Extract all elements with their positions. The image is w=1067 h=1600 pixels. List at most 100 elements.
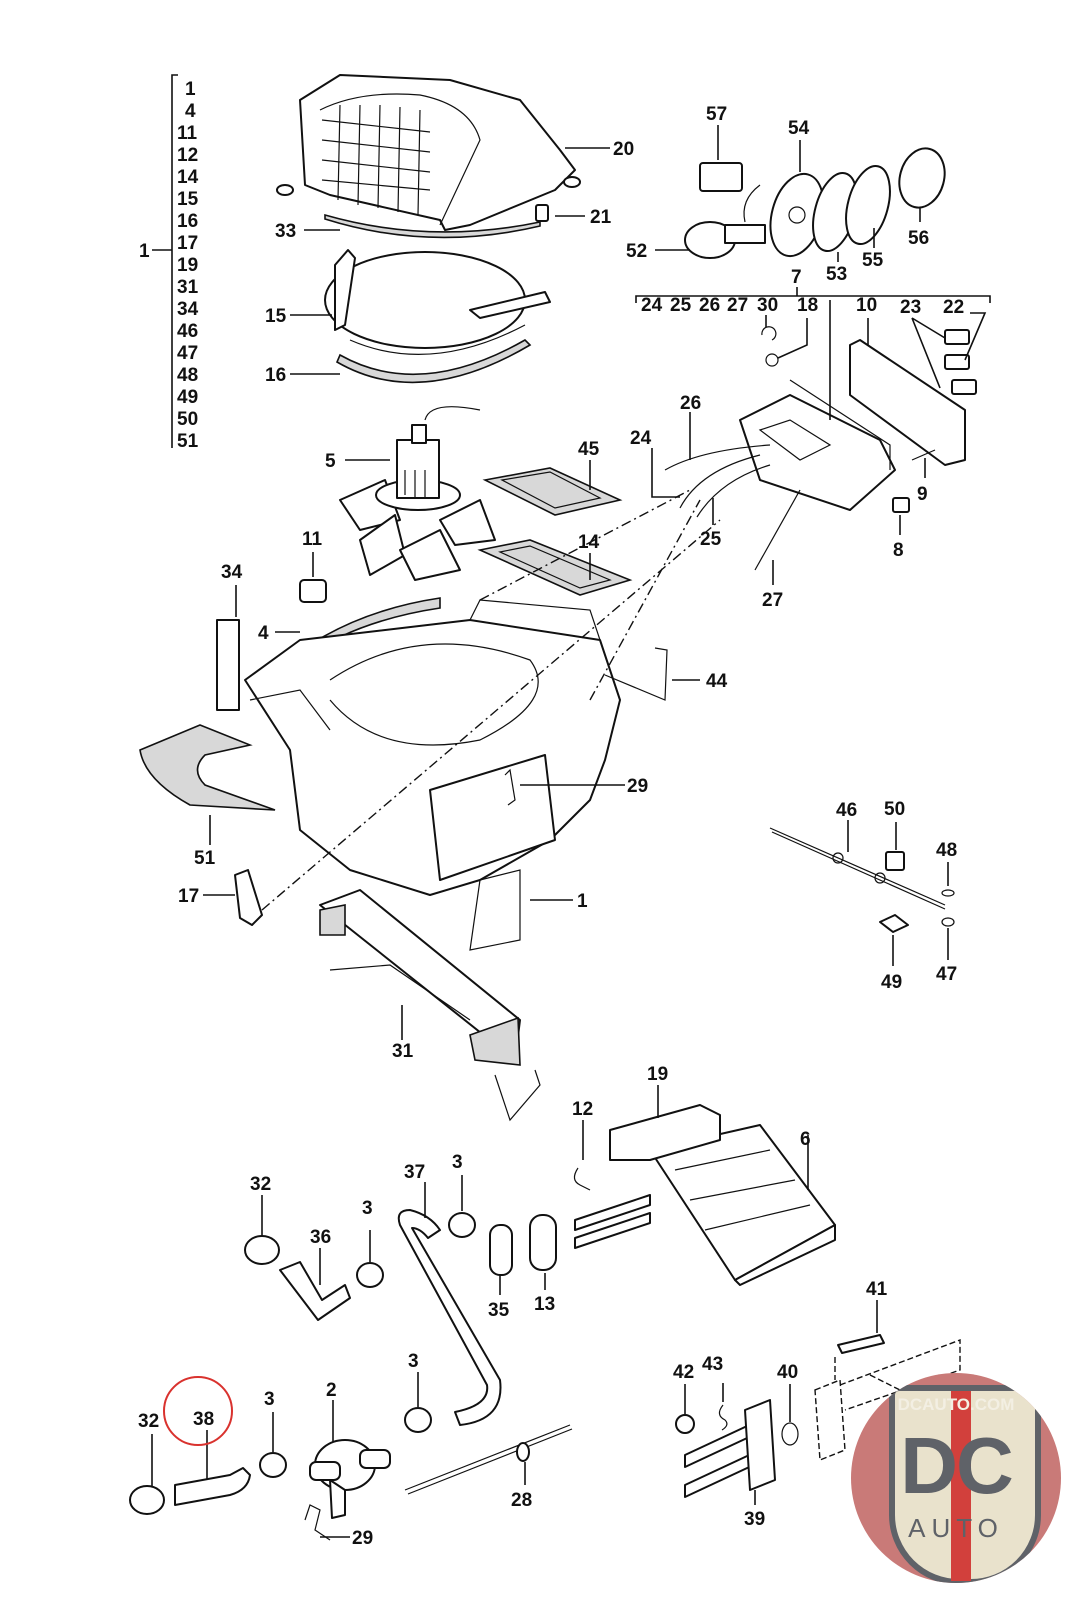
callout-33: 33 (275, 221, 296, 242)
callout-4: 4 (258, 623, 269, 644)
callout-5: 5 (325, 451, 336, 472)
assembly-member: 31 (177, 277, 199, 298)
valve-part-2[interactable] (309, 1439, 391, 1519)
clip-part-11[interactable] (299, 579, 327, 603)
callout-52: 52 (626, 241, 647, 262)
hook-part-43[interactable] (718, 1404, 728, 1431)
o-ring-part-40[interactable] (781, 1422, 799, 1446)
control-member: 24 (641, 295, 663, 316)
nut-part-42[interactable] (675, 1414, 695, 1434)
control-unit-part-7[interactable] (739, 379, 896, 511)
callout-34: 34 (221, 562, 243, 583)
assembly-member: 12 (177, 145, 198, 166)
seal-part-16[interactable] (335, 339, 532, 384)
callout-32-a: 32 (250, 1174, 271, 1195)
callout-46: 46 (836, 800, 857, 821)
callout-48: 48 (936, 840, 957, 861)
drum-part-56[interactable] (893, 143, 951, 212)
callout-51: 51 (194, 848, 216, 869)
gasket-part-14[interactable] (477, 539, 633, 596)
cable-part-25[interactable] (696, 464, 771, 518)
clip-part-47[interactable] (941, 917, 955, 927)
clamp-part-32[interactable] (244, 1235, 280, 1265)
buttons-part-22-23[interactable] (944, 329, 977, 395)
watermark-monogram: DC (900, 1421, 1014, 1510)
clamp-part-3[interactable] (448, 1212, 476, 1238)
callout-29-upper: 29 (627, 776, 648, 797)
callout-39: 39 (744, 1509, 765, 1530)
lever-part-17[interactable] (234, 869, 263, 926)
clip-part-49[interactable] (879, 914, 909, 933)
highlight-circle (163, 1376, 233, 1446)
star-washer-part-18[interactable] (765, 353, 779, 367)
control-member: 26 (699, 295, 720, 316)
callout-44: 44 (706, 671, 728, 692)
panel-part-10[interactable] (849, 339, 966, 466)
callout-16: 16 (265, 365, 286, 386)
clip-part-29-upper[interactable] (504, 768, 516, 806)
clamp-part-3[interactable] (259, 1452, 287, 1478)
cable-part-28[interactable] (404, 1424, 571, 1491)
heater-core-part-6[interactable] (649, 1124, 836, 1286)
rod-part-46[interactable] (769, 827, 946, 910)
bushing-part-21[interactable] (535, 204, 549, 222)
flap-part-31[interactable] (319, 889, 541, 1122)
hose-part-37[interactable] (397, 1209, 502, 1426)
callout-42: 42 (673, 1362, 694, 1383)
assembly-parent-label: 1 (139, 241, 150, 262)
relay-part-57[interactable] (699, 162, 743, 192)
gasket-part-45[interactable] (482, 467, 623, 516)
clip-part-50[interactable] (885, 851, 905, 871)
callout-49: 49 (881, 972, 902, 993)
assembly-member: 50 (177, 409, 198, 430)
callout-19: 19 (647, 1064, 668, 1085)
callout-38: 38 (193, 1409, 214, 1430)
grommet-part-13[interactable] (529, 1214, 557, 1271)
callout-27: 27 (762, 590, 783, 611)
circlip-part-30[interactable] (761, 326, 777, 341)
callout-45: 45 (578, 439, 600, 460)
clamp-part-3[interactable] (356, 1262, 384, 1288)
bracket-part-19[interactable] (609, 1104, 721, 1161)
washer-part-48[interactable] (941, 889, 955, 897)
strip-part-34[interactable] (216, 619, 240, 711)
assembly-member: 16 (177, 211, 198, 232)
cable-part-24[interactable] (679, 454, 761, 509)
control-member: 30 (757, 295, 778, 316)
assembly-member: 49 (177, 387, 198, 408)
blower-motor-part-5[interactable] (339, 406, 496, 581)
callout-41: 41 (866, 1279, 888, 1300)
callout-40: 40 (777, 1362, 798, 1383)
callout-12: 12 (572, 1099, 593, 1120)
assembly-member: 4 (185, 101, 196, 122)
hose-part-38[interactable] (174, 1467, 251, 1506)
callout-2: 2 (326, 1380, 337, 1401)
cable-part-26[interactable] (664, 444, 771, 471)
blower-housing-part-20[interactable] (276, 74, 581, 231)
control-member: 10 (856, 295, 877, 316)
clip-part-29-lower[interactable] (304, 1504, 331, 1541)
clip-part-8[interactable] (892, 497, 910, 513)
flap-part-15[interactable] (324, 249, 551, 355)
hose-part-36[interactable] (279, 1261, 351, 1321)
clamp-part-3[interactable] (404, 1407, 432, 1433)
clip-part-12[interactable] (573, 1167, 591, 1191)
control-parent-label: 7 (791, 267, 802, 288)
clamp-part-32[interactable] (129, 1485, 165, 1515)
assembly-member: 47 (177, 343, 198, 364)
callout-3-b: 3 (362, 1198, 373, 1219)
bolt-part-41[interactable] (837, 1334, 885, 1354)
screw-part-9[interactable] (911, 449, 936, 461)
control-member: 18 (797, 295, 818, 316)
callout-24: 24 (630, 428, 652, 449)
callout-56: 56 (908, 228, 929, 249)
foam-pad-part-51[interactable] (139, 724, 276, 811)
heater-housing-part-1[interactable] (244, 599, 621, 951)
seal-part-35[interactable] (489, 1224, 513, 1276)
pipe-flange-part-39[interactable] (684, 1399, 776, 1498)
seal-part-33[interactable] (324, 213, 541, 239)
servo-motor-part-52[interactable] (684, 184, 766, 259)
wheel-part-55[interactable] (838, 161, 897, 249)
rod-part-44[interactable] (604, 647, 668, 701)
cable-part-27[interactable] (754, 489, 801, 571)
